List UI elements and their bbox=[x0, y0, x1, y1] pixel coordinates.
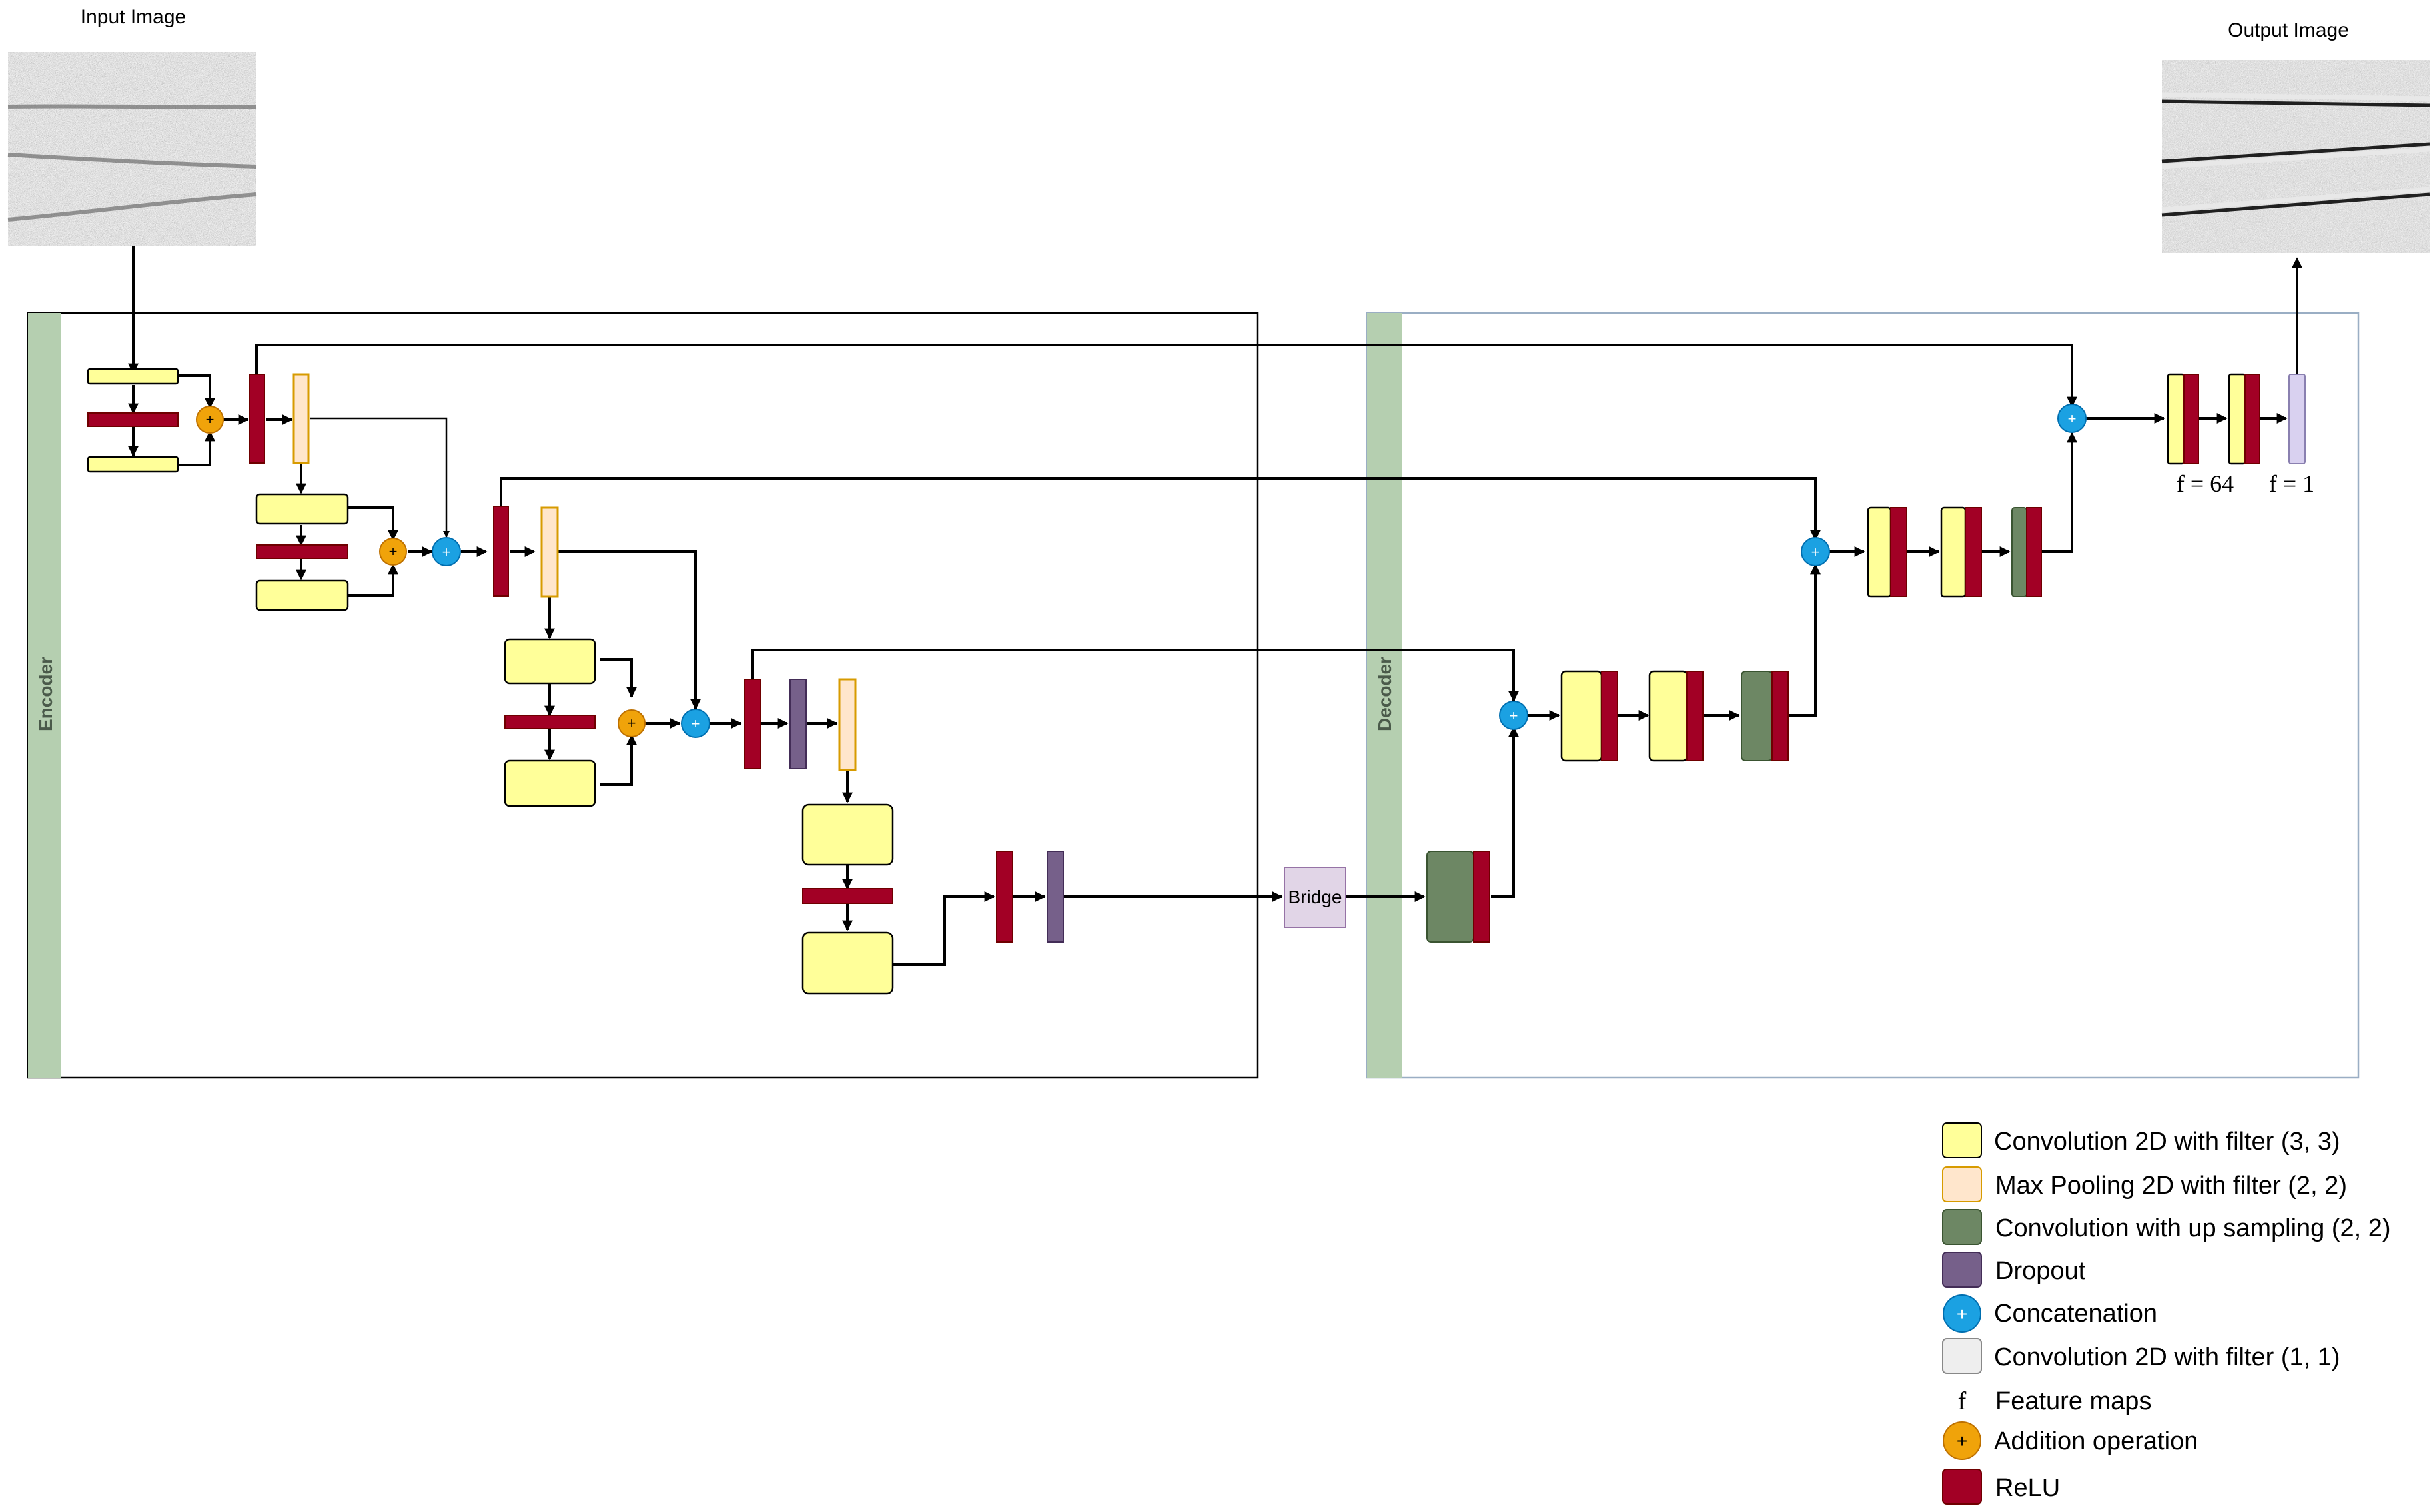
relu-layer bbox=[249, 374, 265, 464]
output-image bbox=[2161, 60, 2430, 253]
conv-layer bbox=[2167, 373, 2185, 465]
relu-layer bbox=[802, 888, 893, 904]
legend: Convolution 2D with filter (3, 3) Max Po… bbox=[1942, 1122, 2391, 1505]
concatenation-node: + bbox=[1801, 537, 1830, 566]
encoder-block-2: + + bbox=[255, 493, 559, 611]
legend-item-addition: + Addition operation bbox=[1943, 1421, 2198, 1460]
legend-label: ReLU bbox=[1995, 1474, 2060, 1502]
feature-label-1: f = 1 bbox=[2269, 470, 2314, 497]
legend-label: Convolution with up sampling (2, 2) bbox=[1995, 1214, 2391, 1242]
legend-label: Convolution 2D with filter (3, 3) bbox=[1994, 1128, 2340, 1156]
conv-layer bbox=[1940, 506, 1967, 598]
conv-layer bbox=[1648, 670, 1688, 762]
maxpool-layer bbox=[540, 506, 559, 598]
dropout-layer bbox=[789, 679, 807, 769]
input-image-label: Input Image bbox=[81, 6, 186, 28]
legend-item-conv: Convolution 2D with filter (3, 3) bbox=[1942, 1122, 2340, 1158]
concatenation-node: + bbox=[1499, 701, 1528, 730]
concatenation-node: + bbox=[432, 537, 461, 566]
legend-label: Convolution 2D with filter (1, 1) bbox=[1994, 1343, 2340, 1371]
decoder-frame: Decoder bbox=[1366, 312, 2360, 1079]
conv-layer bbox=[2228, 373, 2246, 465]
legend-label: Addition operation bbox=[1994, 1427, 2198, 1455]
svg-text:+: + bbox=[2068, 410, 2077, 427]
encoder-block-4 bbox=[801, 803, 1064, 995]
input-image bbox=[7, 52, 257, 246]
encoder-block-1: + bbox=[87, 368, 310, 473]
conv-layer bbox=[504, 638, 596, 685]
addition-node: + bbox=[379, 538, 407, 566]
feature-label-64: f = 64 bbox=[2177, 470, 2234, 497]
svg-text:+: + bbox=[1510, 707, 1518, 724]
conv-layer bbox=[255, 493, 349, 525]
encoder-label: Encoder bbox=[35, 657, 56, 731]
svg-text:+: + bbox=[1957, 1431, 1967, 1451]
svg-text:+: + bbox=[692, 715, 700, 732]
svg-text:+: + bbox=[1957, 1304, 1967, 1324]
legend-item-upconv: Convolution with up sampling (2, 2) bbox=[1942, 1209, 2391, 1245]
addition-node: + bbox=[618, 709, 646, 737]
decoder-block-3: + bbox=[1426, 670, 1789, 943]
relu-layer bbox=[87, 412, 179, 427]
conv-layer bbox=[1867, 506, 1892, 598]
maxpool-layer bbox=[292, 373, 310, 464]
legend-label: Max Pooling 2D with filter (2, 2) bbox=[1995, 1172, 2347, 1200]
conv-layer bbox=[504, 759, 596, 807]
upconv-layer bbox=[1426, 851, 1474, 943]
svg-text:+: + bbox=[628, 715, 636, 731]
conv-layer bbox=[801, 931, 894, 995]
relu-layer bbox=[2244, 374, 2260, 464]
upconv-layer bbox=[1741, 671, 1773, 761]
legend-label: Concatenation bbox=[1994, 1300, 2157, 1327]
concatenation-node: + bbox=[2057, 404, 2087, 433]
conv1x1-layer bbox=[2288, 374, 2306, 464]
relu-layer bbox=[256, 544, 348, 559]
legend-item-dropout: Dropout bbox=[1942, 1252, 2086, 1288]
svg-text:+: + bbox=[442, 544, 451, 560]
decoder-block-2: + bbox=[1801, 506, 2042, 598]
conv-layer bbox=[87, 368, 179, 385]
relu-layer bbox=[2026, 507, 2042, 597]
legend-label: Feature maps bbox=[1995, 1387, 2151, 1415]
relu-layer bbox=[1771, 671, 1789, 761]
relu-layer bbox=[493, 506, 509, 597]
conv-layer bbox=[801, 803, 894, 866]
encoder-block-3: + + bbox=[504, 638, 857, 807]
relu-layer bbox=[744, 679, 761, 769]
decoder-label: Decoder bbox=[1374, 657, 1395, 731]
svg-text:+: + bbox=[389, 543, 398, 560]
conv-layer bbox=[87, 456, 179, 473]
relu-layer bbox=[1601, 671, 1618, 761]
upconv-layer bbox=[2011, 507, 2027, 597]
svg-text:+: + bbox=[1811, 544, 1820, 560]
relu-layer bbox=[1686, 671, 1704, 761]
legend-label: Dropout bbox=[1995, 1257, 2086, 1285]
legend-item-concatenation: + Concatenation bbox=[1943, 1294, 2157, 1333]
legend-item-relu: ReLU bbox=[1942, 1469, 2060, 1505]
encoder-frame: Encoder bbox=[27, 312, 1259, 1079]
relu-layer bbox=[504, 715, 596, 729]
conv-layer bbox=[1560, 670, 1603, 762]
decoder-block-1: + f = 64 f = 1 bbox=[2057, 373, 2314, 497]
dropout-layer bbox=[1047, 851, 1064, 943]
legend-item-maxpool: Max Pooling 2D with filter (2, 2) bbox=[1942, 1166, 2347, 1202]
output-image-label: Output Image bbox=[2228, 19, 2349, 41]
bridge-block: Bridge bbox=[1284, 867, 1346, 928]
feature-symbol: f bbox=[1958, 1387, 1967, 1415]
relu-layer bbox=[2183, 374, 2199, 464]
conv-layer bbox=[255, 579, 349, 611]
legend-item-feature-maps: f Feature maps bbox=[1958, 1387, 2152, 1415]
concatenation-node: + bbox=[681, 709, 710, 738]
relu-layer bbox=[1890, 507, 1907, 597]
legend-item-conv1x1: Convolution 2D with filter (1, 1) bbox=[1942, 1338, 2340, 1374]
relu-layer bbox=[1965, 507, 1982, 597]
relu-layer bbox=[1473, 851, 1490, 943]
addition-node: + bbox=[196, 406, 224, 434]
svg-text:+: + bbox=[206, 411, 215, 428]
maxpool-layer bbox=[838, 678, 857, 771]
bridge-label: Bridge bbox=[1288, 887, 1342, 907]
connections bbox=[128, 246, 2302, 966]
relu-layer bbox=[996, 851, 1013, 943]
